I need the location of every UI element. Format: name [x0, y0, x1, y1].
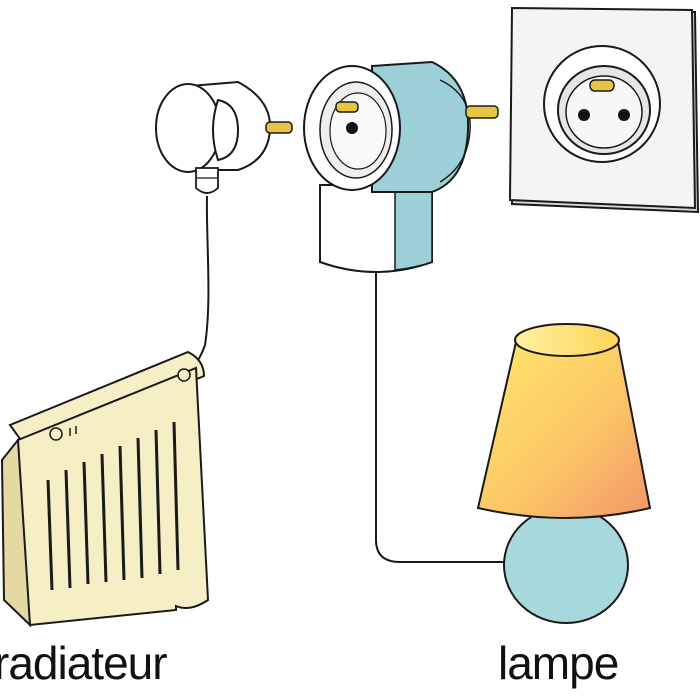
lamp-cord — [375, 272, 505, 563]
wall-socket-icon — [508, 6, 700, 214]
plug-adapter-icon — [303, 60, 499, 273]
radiator-cord — [189, 195, 210, 373]
radiator-plug-icon — [155, 80, 293, 194]
lamp-label: lampe — [498, 637, 619, 689]
lamp-icon — [476, 323, 652, 624]
radiator-icon — [0, 350, 210, 628]
radiator-label: radiateur — [0, 637, 168, 689]
